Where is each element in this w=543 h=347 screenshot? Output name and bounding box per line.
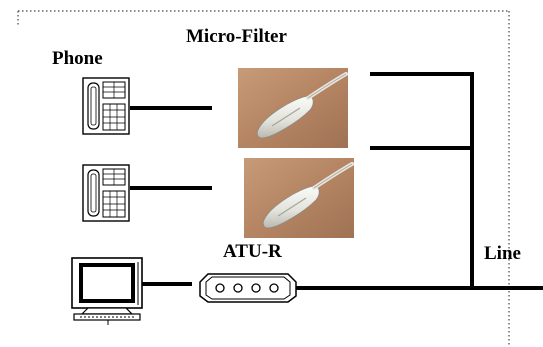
micro-filter-label: Micro-Filter <box>186 26 287 47</box>
atu-r-label: ATU-R <box>223 241 282 262</box>
telephone-icon <box>82 164 130 222</box>
phone-label: Phone <box>52 48 103 69</box>
micro-filter-photo <box>236 66 350 150</box>
line-label: Line <box>484 243 521 264</box>
premises-boundary <box>17 10 510 347</box>
wiring <box>130 72 543 290</box>
micro-filter-photo <box>242 156 356 240</box>
telephone-icon <box>82 77 130 135</box>
computer-icon <box>71 257 143 325</box>
modem-icon <box>199 273 297 303</box>
